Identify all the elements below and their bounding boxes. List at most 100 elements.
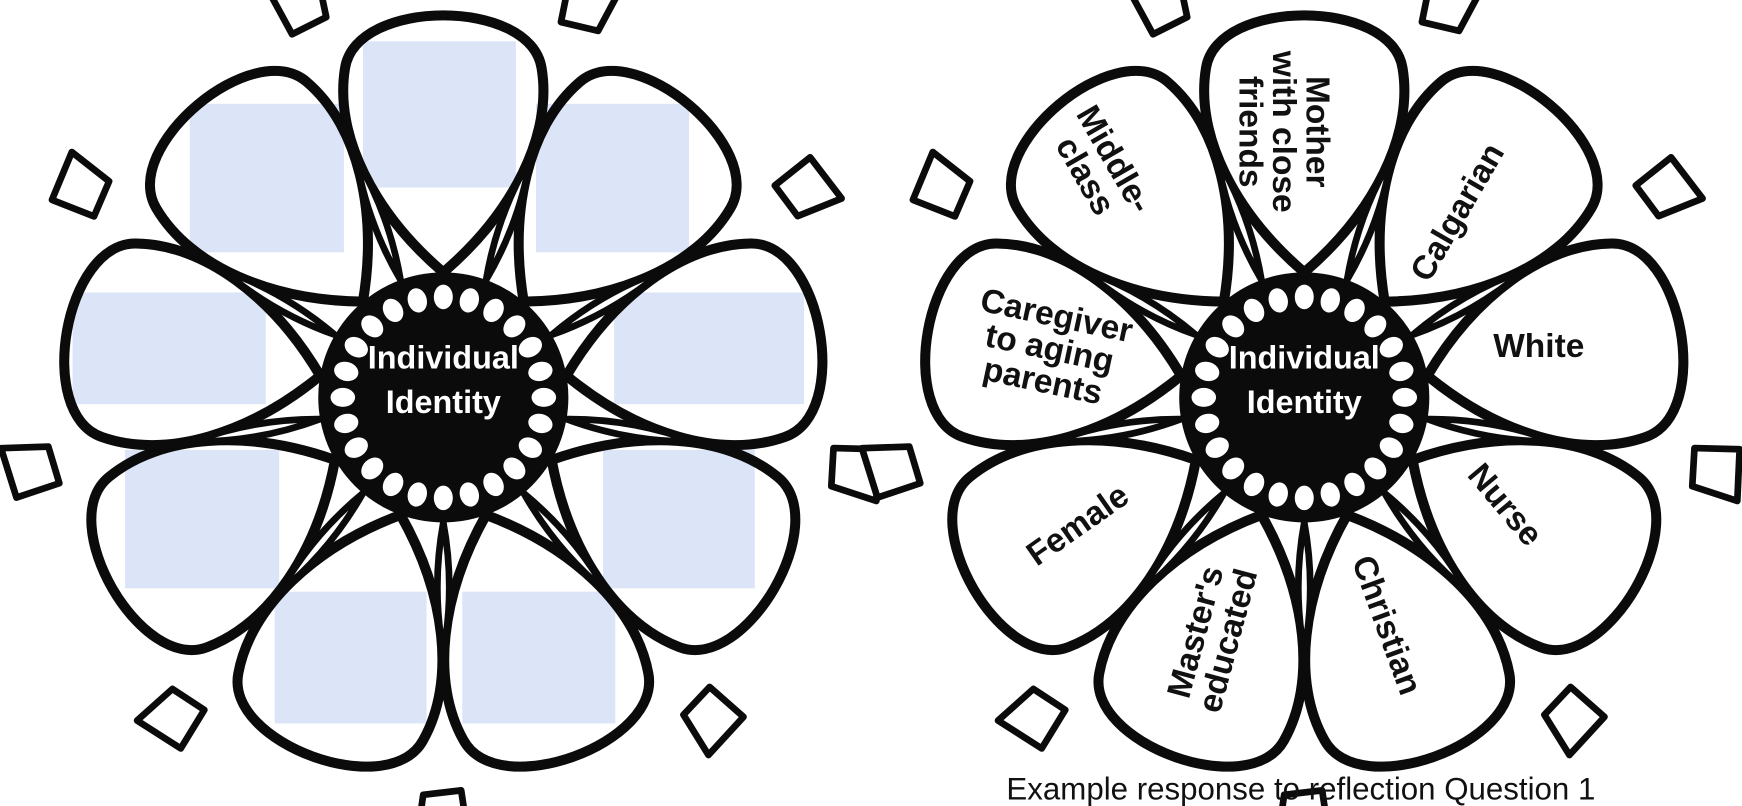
example-caption: Example response to reflection Question …: [1006, 771, 1595, 806]
center-dot: [1191, 387, 1217, 407]
center-dot: [407, 482, 428, 507]
center-dot: [531, 387, 557, 407]
center-dot: [1268, 482, 1288, 507]
center-dot: [1379, 437, 1403, 458]
center-dot: [407, 288, 428, 313]
center-dot: [483, 298, 504, 323]
petal-gap-stem: [1295, 521, 1314, 653]
placeholder-box: [362, 41, 516, 188]
center-dot: [1320, 482, 1340, 507]
petal-label-line: with close: [1265, 50, 1302, 213]
petal-gap-stem: [1426, 415, 1557, 445]
center-dot: [1364, 315, 1387, 338]
placeholder-box: [603, 449, 755, 589]
petal-label-line: Mother: [1298, 76, 1335, 188]
petal-gap-stem: [482, 156, 534, 282]
center-dot: [1195, 361, 1220, 382]
center-dot: [1294, 284, 1314, 310]
petal-gap-stem: [1381, 490, 1471, 595]
placeholder-box: [274, 591, 427, 724]
petal-gap-stem: [1052, 415, 1183, 445]
petal-gap-stem: [549, 266, 666, 339]
center-dot: [1205, 437, 1229, 458]
center-dot: [1268, 288, 1288, 313]
center-dot: [459, 482, 480, 507]
center-dot: [344, 437, 368, 458]
sepal-leaf: [1418, 0, 1485, 35]
sepal-leaf: [133, 685, 208, 752]
petal-gap-stem: [352, 156, 404, 282]
placeholder-box: [189, 103, 344, 253]
center-dot: [344, 336, 368, 358]
sepal-leaf: [680, 683, 747, 759]
center-dot: [433, 284, 453, 310]
petal-gap-stem: [1081, 266, 1199, 339]
center-dot: [518, 336, 543, 358]
center-dot: [433, 485, 453, 511]
center-dot: [1195, 413, 1220, 434]
center-dot: [518, 437, 543, 458]
petal-gap-stem: [434, 521, 453, 653]
placeholder-box: [614, 292, 804, 405]
placeholder-box: [462, 591, 616, 724]
center-label-line: Identity: [1247, 384, 1362, 420]
sepal-leaf: [418, 787, 467, 806]
center-dot: [1243, 298, 1265, 323]
center-dot: [1222, 457, 1245, 480]
sepal-leaf: [1688, 444, 1742, 505]
center-dot: [1243, 472, 1265, 497]
center-dot: [1379, 336, 1403, 358]
center-dot: [1344, 298, 1365, 323]
petal-gap-stem: [565, 415, 696, 445]
petal-gap-stem: [220, 266, 338, 339]
petal-gap-stem: [1410, 266, 1527, 339]
sepal-leaf: [557, 0, 624, 35]
placeholder-box: [125, 449, 280, 589]
center-dot: [528, 361, 553, 382]
sepal-leaf: [1128, 0, 1191, 38]
placeholder-box: [72, 292, 266, 405]
sepal-leaf: [858, 443, 924, 501]
center-dot: [361, 315, 384, 338]
center-dot: [1364, 457, 1387, 480]
center-dot: [1389, 361, 1414, 382]
sepal-leaf: [48, 148, 113, 220]
center-label-line: Individual: [368, 339, 519, 375]
center-dot: [382, 472, 404, 497]
placeholder-boxes: [72, 41, 804, 724]
petal-label-line: White: [1493, 328, 1584, 365]
petal-gap-stem: [276, 490, 366, 595]
center-dot: [1294, 485, 1314, 511]
sepal-leaf: [771, 153, 845, 220]
center-dot: [503, 315, 526, 338]
petal-gap-stem: [1137, 490, 1227, 595]
center-dot: [1320, 288, 1340, 313]
petal-gap-stem: [1213, 156, 1265, 282]
center-dot: [361, 457, 384, 480]
center-dot: [459, 288, 480, 313]
sepal-leaf: [1279, 787, 1328, 806]
center-dot: [1389, 413, 1414, 434]
center-label-line: Individual: [1229, 339, 1380, 375]
center-dot: [1222, 315, 1245, 338]
center-label-line: Identity: [386, 384, 501, 420]
sepal-leaf: [909, 148, 974, 220]
center-dot: [334, 361, 359, 382]
center-dot: [503, 457, 526, 480]
center-dot: [1392, 387, 1418, 407]
petal-gap-stem: [191, 415, 322, 445]
petal-gap-stem: [1343, 156, 1395, 282]
sepal-leaf: [1632, 153, 1706, 220]
placeholder-box: [536, 103, 689, 253]
center-dot: [528, 413, 553, 434]
center-dot: [382, 298, 404, 323]
sepal-leaf: [994, 685, 1069, 752]
center-dot: [334, 413, 359, 434]
petal-label-line: friends: [1231, 76, 1268, 188]
center-dot: [1205, 336, 1229, 358]
